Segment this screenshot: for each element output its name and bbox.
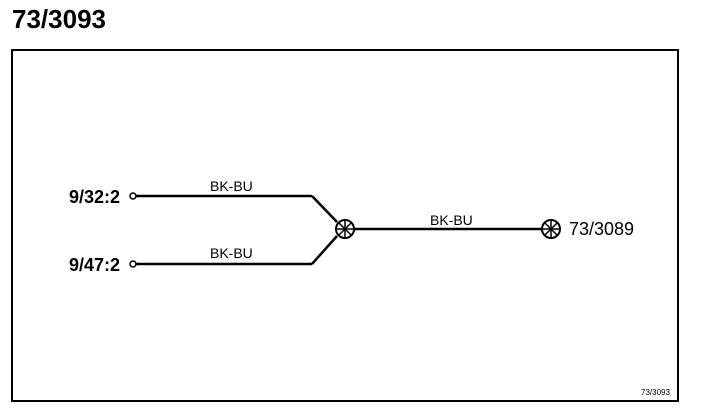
wire-label-top: BK-BU [210,178,253,194]
wire-label-middle: BK-BU [430,212,473,228]
terminal-open-circle-top [129,192,137,200]
diagram-frame [11,49,679,402]
wire-bottom-diagonal [311,235,338,265]
wire-top-diagonal [311,195,338,223]
terminal-label-top-left: 9/32:2 [69,187,120,207]
connector-right-icon [541,219,561,239]
corner-reference-label: 73/3093 [641,388,670,397]
diagram-title: 73/3093 [12,4,106,34]
terminal-label-bottom-left: 9/47:2 [69,255,120,275]
splice-connector-icon [335,219,355,239]
terminal-label-right: 73/3089 [569,219,634,239]
wire-label-bottom: BK-BU [210,245,253,261]
terminal-open-circle-bottom [129,260,137,268]
